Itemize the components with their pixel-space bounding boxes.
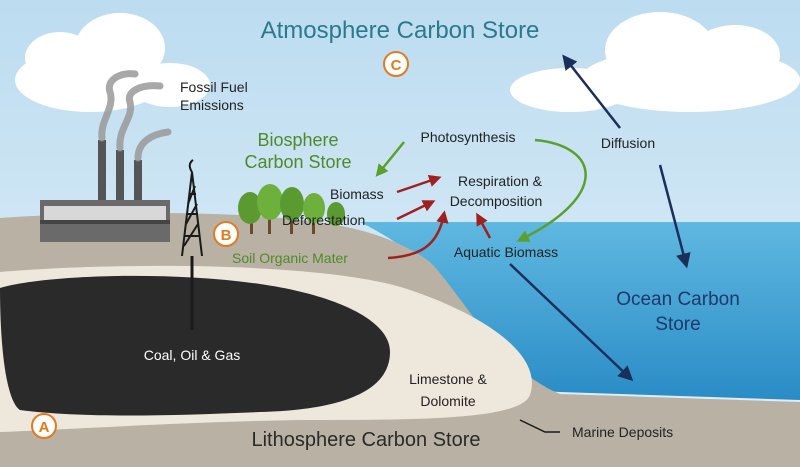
marker-a: A [31,413,57,439]
marine-deposits-label: Marine Deposits [572,424,673,440]
photosynthesis-aquatic-arrow [516,138,587,242]
svg-text:A: A [39,419,50,436]
oil-derrick [181,159,203,330]
smoke [98,70,172,162]
respiration-label-line1: Respiration & [458,173,543,189]
factory [40,140,170,242]
svg-text:B: B [221,227,232,244]
lithosphere-title: Lithosphere Carbon Store [251,429,480,451]
fossil-fuel-label-line2: Emissions [180,97,244,113]
cloud-right [510,12,800,112]
fossil-deposit [0,275,390,416]
svg-text:C: C [391,57,402,74]
ocean-label-line1: Ocean Carbon [616,289,740,310]
aquatic-biomass-label: Aquatic Biomass [454,244,558,260]
photosynthesis-label: Photosynthesis [421,129,516,145]
diffusion-arrow-down [658,164,691,269]
marker-b: B [213,221,239,247]
biomass-respiration-arrow [396,174,442,194]
limestone-label-line1: Limestone & [409,371,487,387]
deforestation-respiration-arrow [396,200,436,221]
biomass-label: Biomass [330,186,384,202]
atmosphere-title: Atmosphere Carbon Store [261,17,540,44]
soil-organic-label: Soil Organic Mater [232,250,348,266]
coal-oil-gas-label: Coal, Oil & Gas [144,347,240,363]
limestone-label-line2: Dolomite [420,393,475,409]
fossil-fuel-label-line1: Fossil Fuel [180,79,248,95]
ocean-label-line2: Store [655,314,700,335]
deforestation-label: Deforestation [282,212,365,228]
soil-respiration-arrow [387,210,449,260]
aquatic-respiration-arrow [476,212,492,239]
aquatic-sink-arrow [509,263,634,382]
biosphere-label-line2: Carbon Store [244,152,351,172]
diffusion-arrow-up [562,54,621,129]
marker-c: C [383,51,409,77]
biosphere-label-line1: Biosphere [257,130,338,150]
trees [238,184,345,234]
photosynthesis-biosphere-arrow [375,141,405,177]
diffusion-label: Diffusion [601,135,655,151]
marine-deposits-leader [519,419,560,433]
respiration-label-line2: Decomposition [450,193,543,209]
